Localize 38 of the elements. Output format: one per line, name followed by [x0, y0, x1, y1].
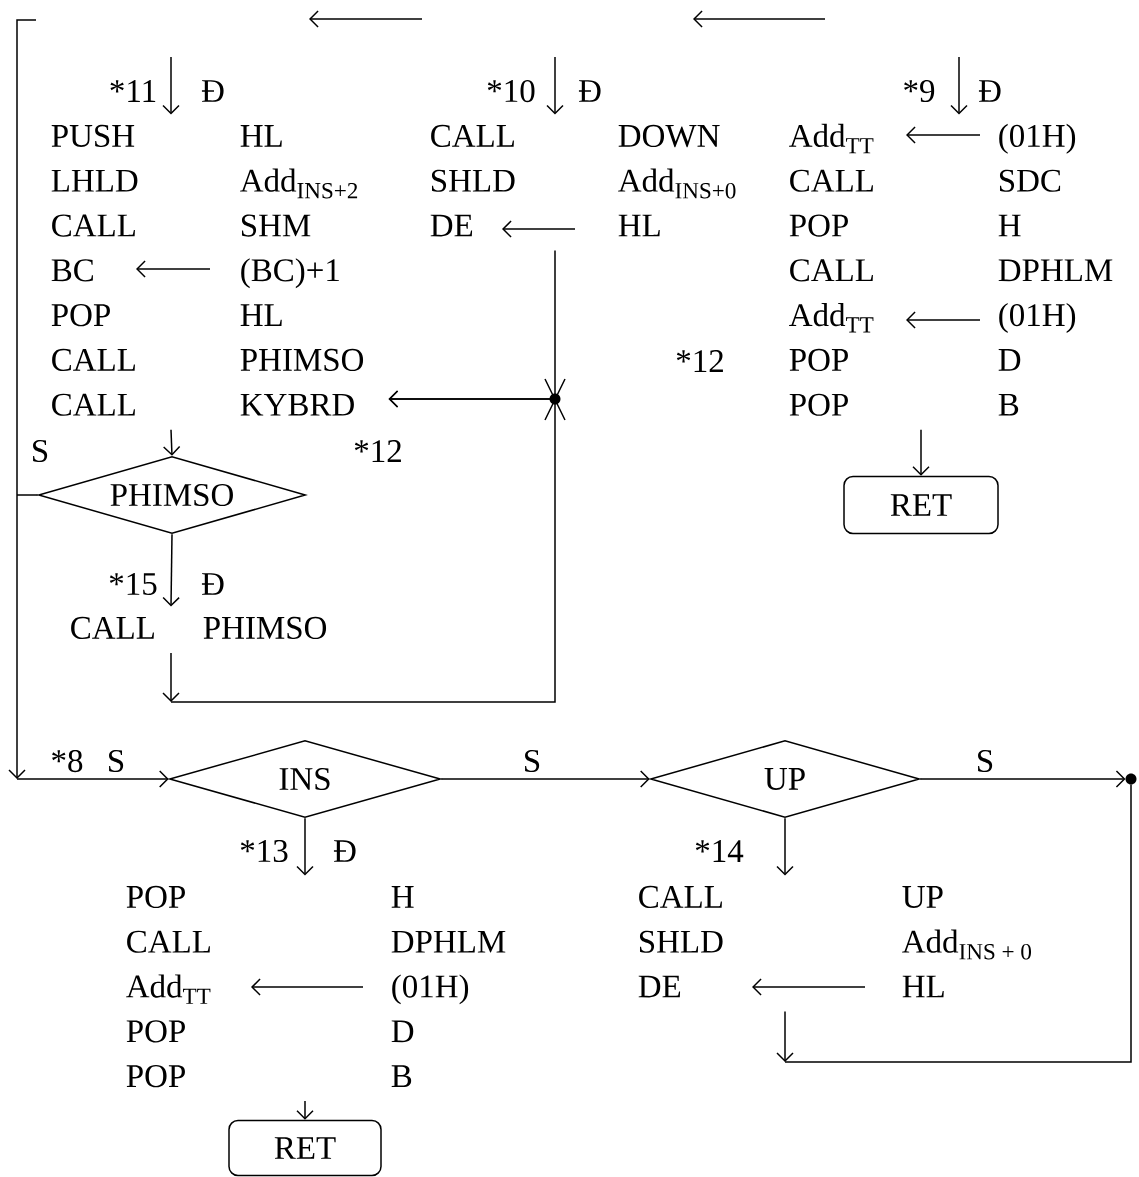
flow-mark: *15 [109, 572, 157, 596]
arrow [162, 428, 181, 456]
flow-mark: Đ [201, 80, 224, 102]
code-lines: Add$_{TT}$ (01H) CALL SDC POP H CALL DPHLM Add$_{TT}$ (01H) POP D POP B [789, 123, 1113, 416]
flow-mark: *11 [110, 80, 156, 102]
terminal-box: RET [228, 1119, 382, 1177]
arrow [296, 817, 314, 876]
code-lines: CALL PHIMSO [71, 616, 327, 640]
flow-mark: *13 [240, 839, 288, 863]
arrow [162, 390, 556, 703]
arrow [912, 428, 930, 476]
flow-mark: *12 [676, 350, 723, 372]
arrow [776, 817, 794, 876]
arrow [950, 56, 968, 115]
edge-label: S [974, 748, 996, 774]
terminal-box: RET [843, 475, 999, 535]
arrow [440, 770, 650, 788]
arrow [162, 56, 180, 115]
arrow [8, 494, 169, 788]
flow-mark: S [109, 749, 124, 773]
flow-mark: Đ [333, 840, 356, 862]
arrow [546, 56, 564, 115]
flow-mark: *9 [904, 79, 935, 103]
code-lines: PUSH HL LHLD Add$_{INS+2}$ CALL SHM BC (BC)+1 POP HL CALL PHIMSO CALL KYBRD [51, 124, 364, 416]
edge-label: S [521, 748, 543, 774]
arrow [296, 1100, 314, 1120]
flow-mark: *12 [354, 440, 401, 462]
code-lines: CALL UP SHLD Add$_{INS + 0}$ DE HL [638, 885, 1031, 998]
flow-mark: Đ [201, 573, 224, 595]
arrow [162, 533, 180, 607]
flow-mark: Đ [578, 80, 601, 102]
flow-mark: Đ [978, 80, 1001, 102]
arrow [919, 770, 1126, 788]
code-lines: CALL DOWN SHLD Add$_{INS+0}$ DE HL [430, 124, 736, 237]
code-lines: POP H CALL DPHLM Add$_{TT}$ (01H) POP D POP B [126, 885, 506, 1088]
arrow [776, 1010, 794, 1062]
flow-mark: *8 [52, 749, 83, 773]
flow-mark: *10 [487, 79, 535, 103]
